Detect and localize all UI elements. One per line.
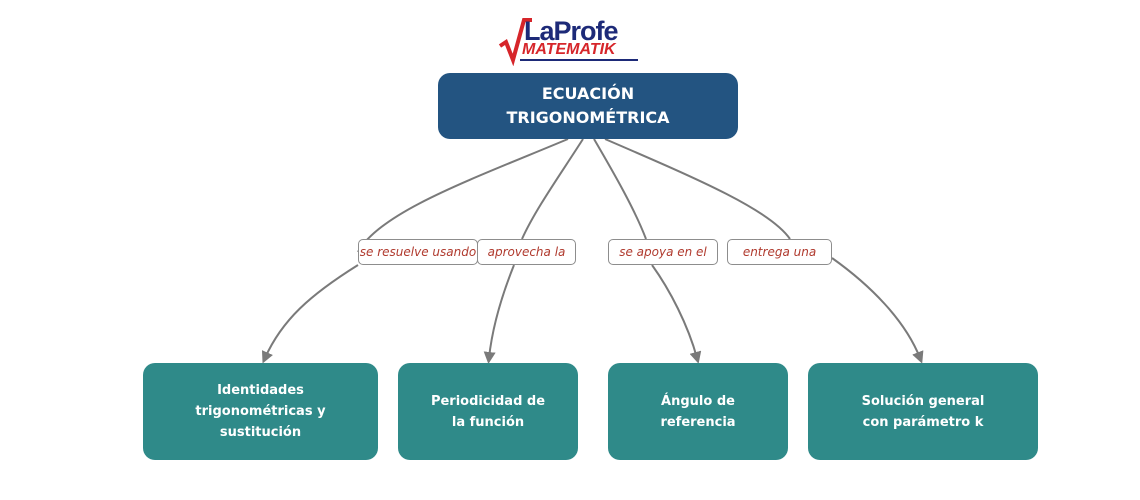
node-identidades[interactable]: Identidades trigonométricas y sustitució…	[143, 363, 378, 460]
logo-text-line1: LaProfe	[524, 16, 619, 46]
connector-3	[593, 138, 647, 240]
node-solucion-label: Solución general con parámetro k	[861, 393, 985, 430]
connector-3-arrow	[651, 264, 702, 364]
logo-underline	[520, 59, 638, 61]
connector-2-arrow	[483, 264, 515, 364]
connector-4	[604, 138, 791, 240]
node-periodicidad-label: Periodicidad de la función	[430, 393, 546, 430]
radical-icon	[498, 18, 532, 66]
node-solucion[interactable]: Solución general con parámetro k	[808, 363, 1038, 460]
logo-text-line2: MATEMATIK	[522, 41, 616, 58]
node-angulo-label: Ángulo de referencia	[660, 393, 736, 430]
node-identidades-label: Identidades trigonométricas y sustitució…	[195, 383, 326, 440]
link-label-3: se apoya en el	[608, 239, 718, 265]
root-node-label: ECUACIÓN TRIGONOMÉTRICA	[506, 84, 670, 127]
connector-1	[357, 138, 569, 253]
link-label-1: se resuelve usando	[358, 239, 478, 265]
connector-2	[521, 138, 584, 240]
connector-1-arrow	[261, 264, 359, 364]
node-periodicidad[interactable]: Periodicidad de la función	[398, 363, 578, 460]
connector-4-arrow	[831, 257, 924, 364]
link-label-4: entrega una	[727, 239, 832, 265]
root-node[interactable]: ECUACIÓN TRIGONOMÉTRICA	[438, 73, 738, 139]
node-angulo[interactable]: Ángulo de referencia	[608, 363, 788, 460]
link-label-2: aprovecha la	[477, 239, 576, 265]
laprofe-logo: LaProfe MATEMATIK	[498, 16, 644, 66]
